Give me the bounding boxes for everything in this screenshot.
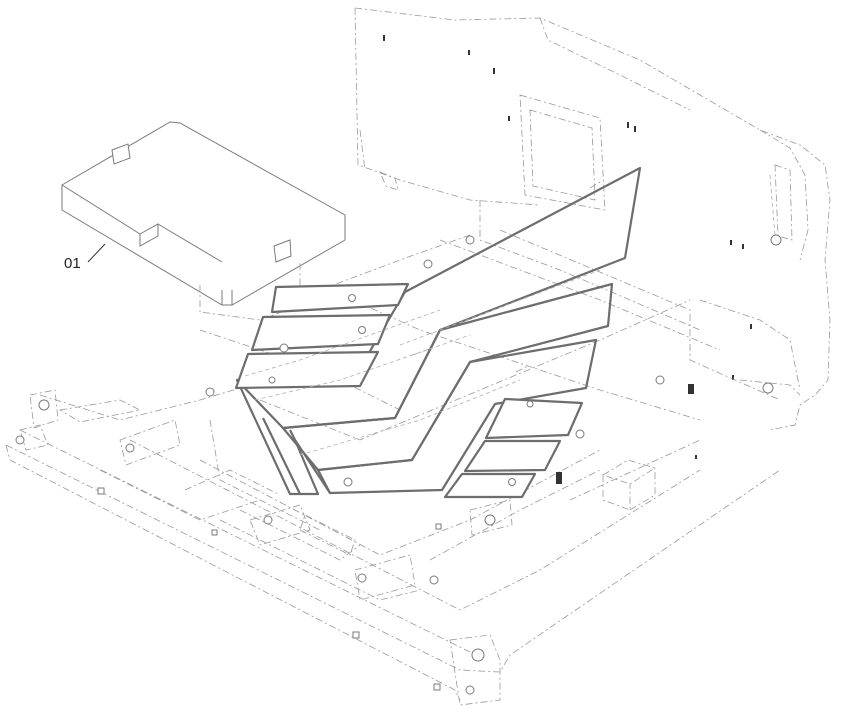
base-frame xyxy=(5,200,781,706)
callout-label-01: 01 xyxy=(64,255,81,272)
rear-frame-panel xyxy=(354,7,831,431)
small-block xyxy=(602,459,656,511)
callout-01: 01 xyxy=(64,243,106,272)
part-01-cover xyxy=(61,121,346,321)
phantom-overlay-lines xyxy=(244,269,601,456)
highlighted-side-panels xyxy=(234,166,642,499)
